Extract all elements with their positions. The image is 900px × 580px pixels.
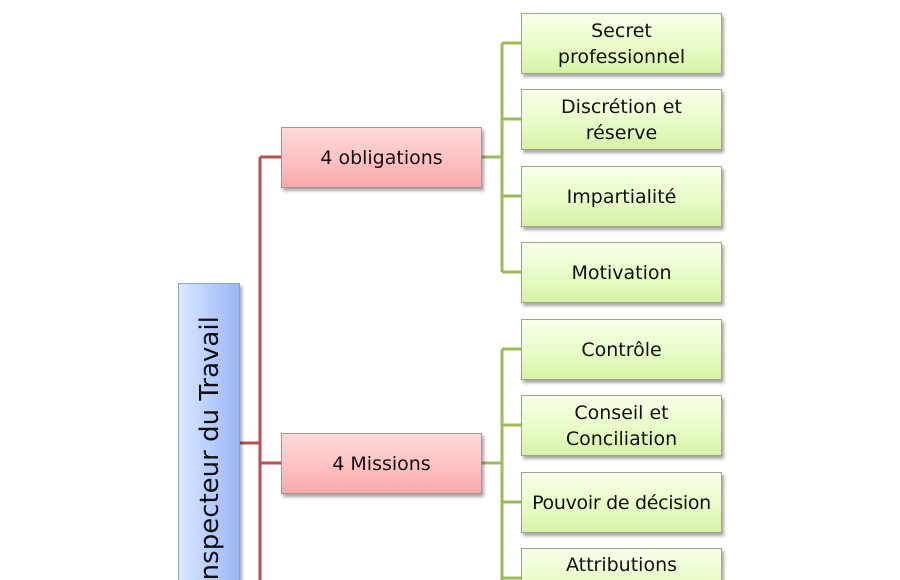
- leaf-label: Pouvoir de décision: [532, 491, 711, 514]
- branch-label: 4 Missions: [332, 452, 431, 475]
- leaf-label: Impartialité: [566, 185, 677, 208]
- leaf-node: Attributions: [521, 548, 722, 580]
- leaf-node: Discrétion et réserve: [521, 89, 722, 150]
- leaf-node: Contrôle: [521, 319, 722, 380]
- leaf-label: Secret professionnel: [557, 19, 686, 68]
- leaf-node: Impartialité: [521, 166, 722, 227]
- missions-connectors: [482, 347, 521, 580]
- leaf-node: Secret professionnel: [521, 13, 722, 74]
- branch-label: 4 obligations: [320, 146, 443, 169]
- branch-node-obligations: 4 obligations: [281, 127, 482, 188]
- root-node: Inspecteur du Travail: [178, 283, 240, 580]
- leaf-label: Discrétion et réserve: [561, 95, 682, 144]
- leaf-node: Motivation: [521, 242, 722, 303]
- leaf-label: Contrôle: [581, 338, 662, 361]
- leaf-label: Motivation: [571, 261, 672, 284]
- leaf-label: Attributions: [565, 554, 678, 576]
- leaf-label: Conseil et Conciliation: [565, 401, 678, 450]
- leaf-node: Conseil et Conciliation: [521, 395, 722, 456]
- obligations-connectors: [482, 41, 521, 274]
- leaf-node: Pouvoir de décision: [521, 472, 722, 533]
- root-label: Inspecteur du Travail: [195, 316, 225, 580]
- root-connectors: [240, 155, 281, 580]
- branch-node-missions: 4 Missions: [281, 433, 482, 494]
